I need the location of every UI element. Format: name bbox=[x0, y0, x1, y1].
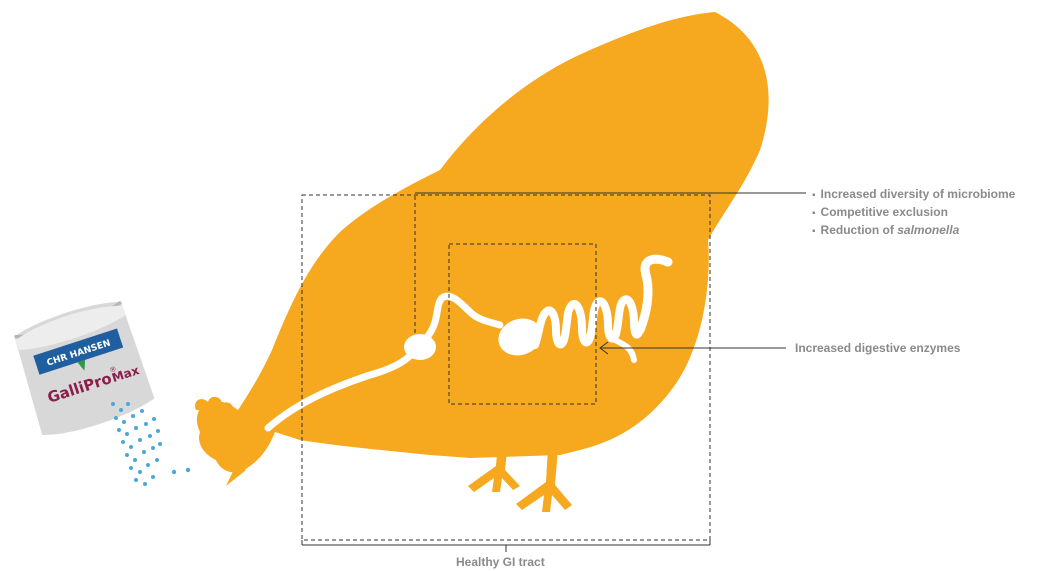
microbiome-bullets: Increased diversity of microbiome Compet… bbox=[812, 186, 1015, 240]
enzymes-label: Increased digestive enzymes bbox=[795, 341, 960, 356]
chicken-silhouette bbox=[195, 12, 769, 512]
bullet-microbiome-diversity: Increased diversity of microbiome bbox=[812, 186, 1015, 204]
comb bbox=[195, 397, 233, 412]
gallipro-feed-bag: CHR HANSEN GalliPro Max ® bbox=[9, 295, 157, 442]
crop bbox=[404, 334, 436, 360]
gi-tract-bracket bbox=[302, 540, 710, 552]
bullet-salmonella-reduction: Reduction of salmonella bbox=[812, 222, 1015, 240]
bullet-competitive-exclusion: Competitive exclusion bbox=[812, 204, 1015, 222]
gi-tract-label: Healthy GI tract bbox=[456, 555, 545, 570]
leg-right bbox=[516, 448, 572, 512]
